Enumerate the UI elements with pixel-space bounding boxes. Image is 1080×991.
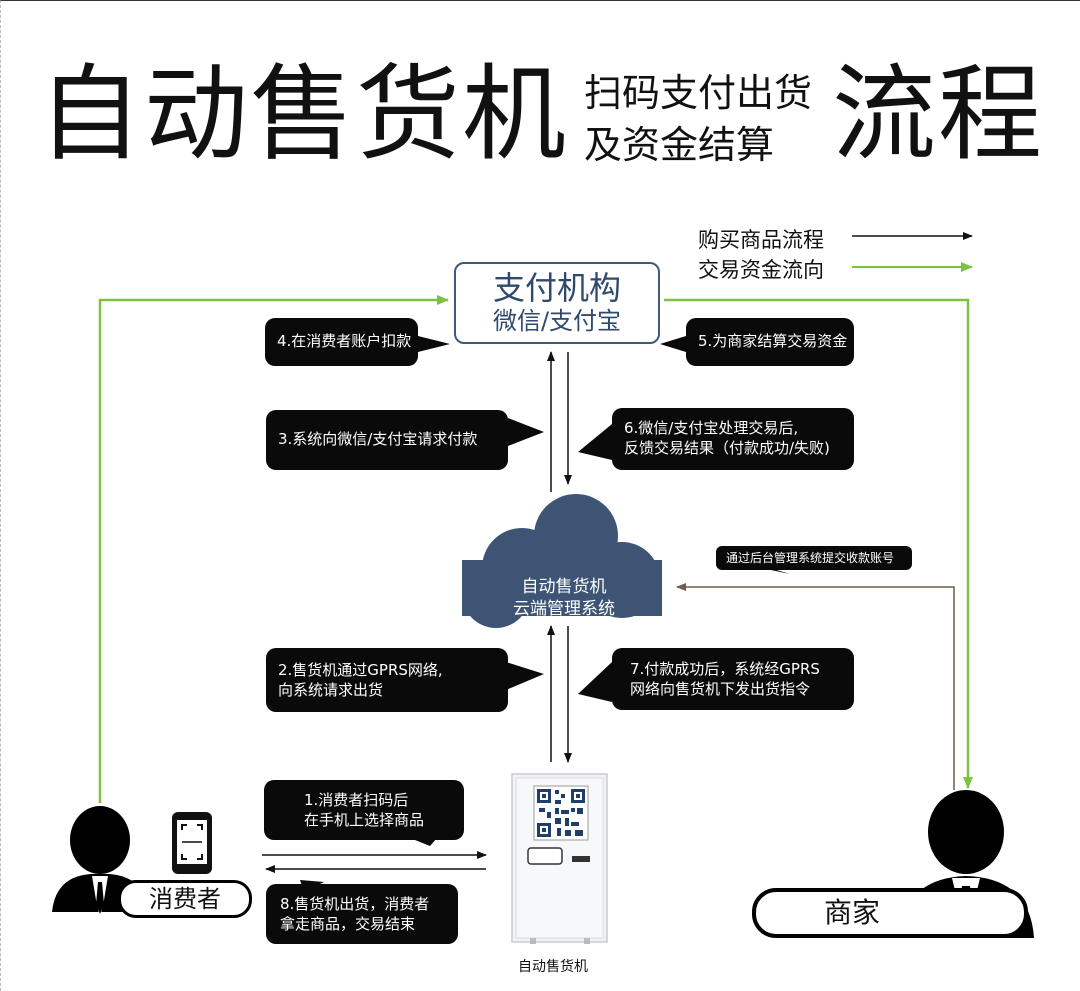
step-6-line2: 反馈交易结果（付款成功/失败)	[624, 439, 830, 457]
smartphone-scan-icon	[172, 812, 212, 874]
cloud-system-line1: 自动售货机	[521, 577, 607, 597]
consumer-label-text: 消费者	[149, 885, 221, 913]
account-note-text: 通过后台管理系统提交收款账号	[726, 551, 895, 565]
title-sub-line2: 及资金结算	[584, 123, 775, 167]
bubble-tail-s4	[418, 336, 450, 352]
step-4-line1: 4.在消费者账户扣款	[277, 332, 412, 350]
fund-arrow-payment-to-merchant	[664, 298, 973, 789]
qr-code-icon	[537, 789, 585, 837]
merchant-label: 商家	[752, 888, 1028, 938]
bubble-tail-s5	[660, 336, 686, 352]
step-1-line1: 1.消费者扫码后	[304, 791, 409, 809]
step-7-line2: 网络向售货机下发出货指令	[630, 680, 811, 698]
bubble-tail-s2	[506, 662, 544, 690]
vending-machine-icon	[511, 773, 608, 944]
bubble-tail-s3	[508, 418, 544, 446]
step-5-line1: 5.为商家结算交易资金	[698, 332, 848, 350]
step-2-line2: 向系统请求出货	[278, 681, 384, 699]
step-3-line1: 3.系统向微信/支付宝请求付款	[278, 430, 478, 448]
account-note-bubble: 通过后台管理系统提交收款账号	[716, 546, 912, 570]
step-8-bubble: 8.售货机出货，消费者 拿走商品，交易结束	[266, 884, 458, 944]
legend-purchase-flow: 购买商品流程	[698, 228, 824, 252]
step-1-bubble: 1.消费者扫码后 在手机上选择商品	[264, 780, 464, 840]
step-2-bubble: 2.售货机通过GPRS网络, 向系统请求出货	[266, 648, 508, 712]
payment-institution-name: 支付机构	[492, 269, 621, 307]
title-sub-line1: 扫码支付出货	[584, 71, 813, 115]
cloud-shape	[462, 494, 662, 628]
step-6-bubble: 6.微信/支付宝处理交易后, 反馈交易结果（付款成功/失败)	[612, 408, 854, 470]
account-arrow-merchant-to-cloud	[676, 583, 955, 790]
step-5-bubble: 5.为商家结算交易资金	[686, 318, 854, 366]
step-1-line2: 在手机上选择商品	[304, 811, 425, 829]
payment-institution-box: 支付机构 微信/支付宝	[454, 262, 660, 344]
step-7-bubble: 7.付款成功后，系统经GPRS 网络向售货机下发出货指令	[612, 648, 854, 710]
merchant-label-text: 商家	[823, 896, 880, 929]
bubble-tail-s7	[578, 662, 612, 702]
step-4-bubble: 4.在消费者账户扣款	[265, 318, 418, 366]
legend-fund-flow: 交易资金流向	[698, 258, 824, 282]
title-main-right: 流程	[832, 53, 1045, 175]
cloud-system-line2: 云端管理系统	[513, 599, 615, 619]
step-3-bubble: 3.系统向微信/支付宝请求付款	[266, 410, 508, 470]
fund-arrow-consumer-to-payment	[98, 295, 449, 803]
payment-institution-channels: 微信/支付宝	[492, 307, 622, 335]
title-main-left: 自动售货机	[38, 53, 569, 175]
step-8-line2: 拿走商品，交易结束	[280, 915, 416, 933]
step-6-line1: 6.微信/支付宝处理交易后,	[624, 419, 799, 437]
step-8-line1: 8.售货机出货，消费者	[280, 895, 430, 913]
consumer-label: 消费者	[118, 880, 252, 918]
step-2-line1: 2.售货机通过GPRS网络,	[278, 661, 443, 679]
vending-machine-caption: 自动售货机	[518, 959, 588, 975]
step-7-line1: 7.付款成功后，系统经GPRS	[630, 660, 820, 678]
bubble-tail-s6	[578, 424, 612, 460]
